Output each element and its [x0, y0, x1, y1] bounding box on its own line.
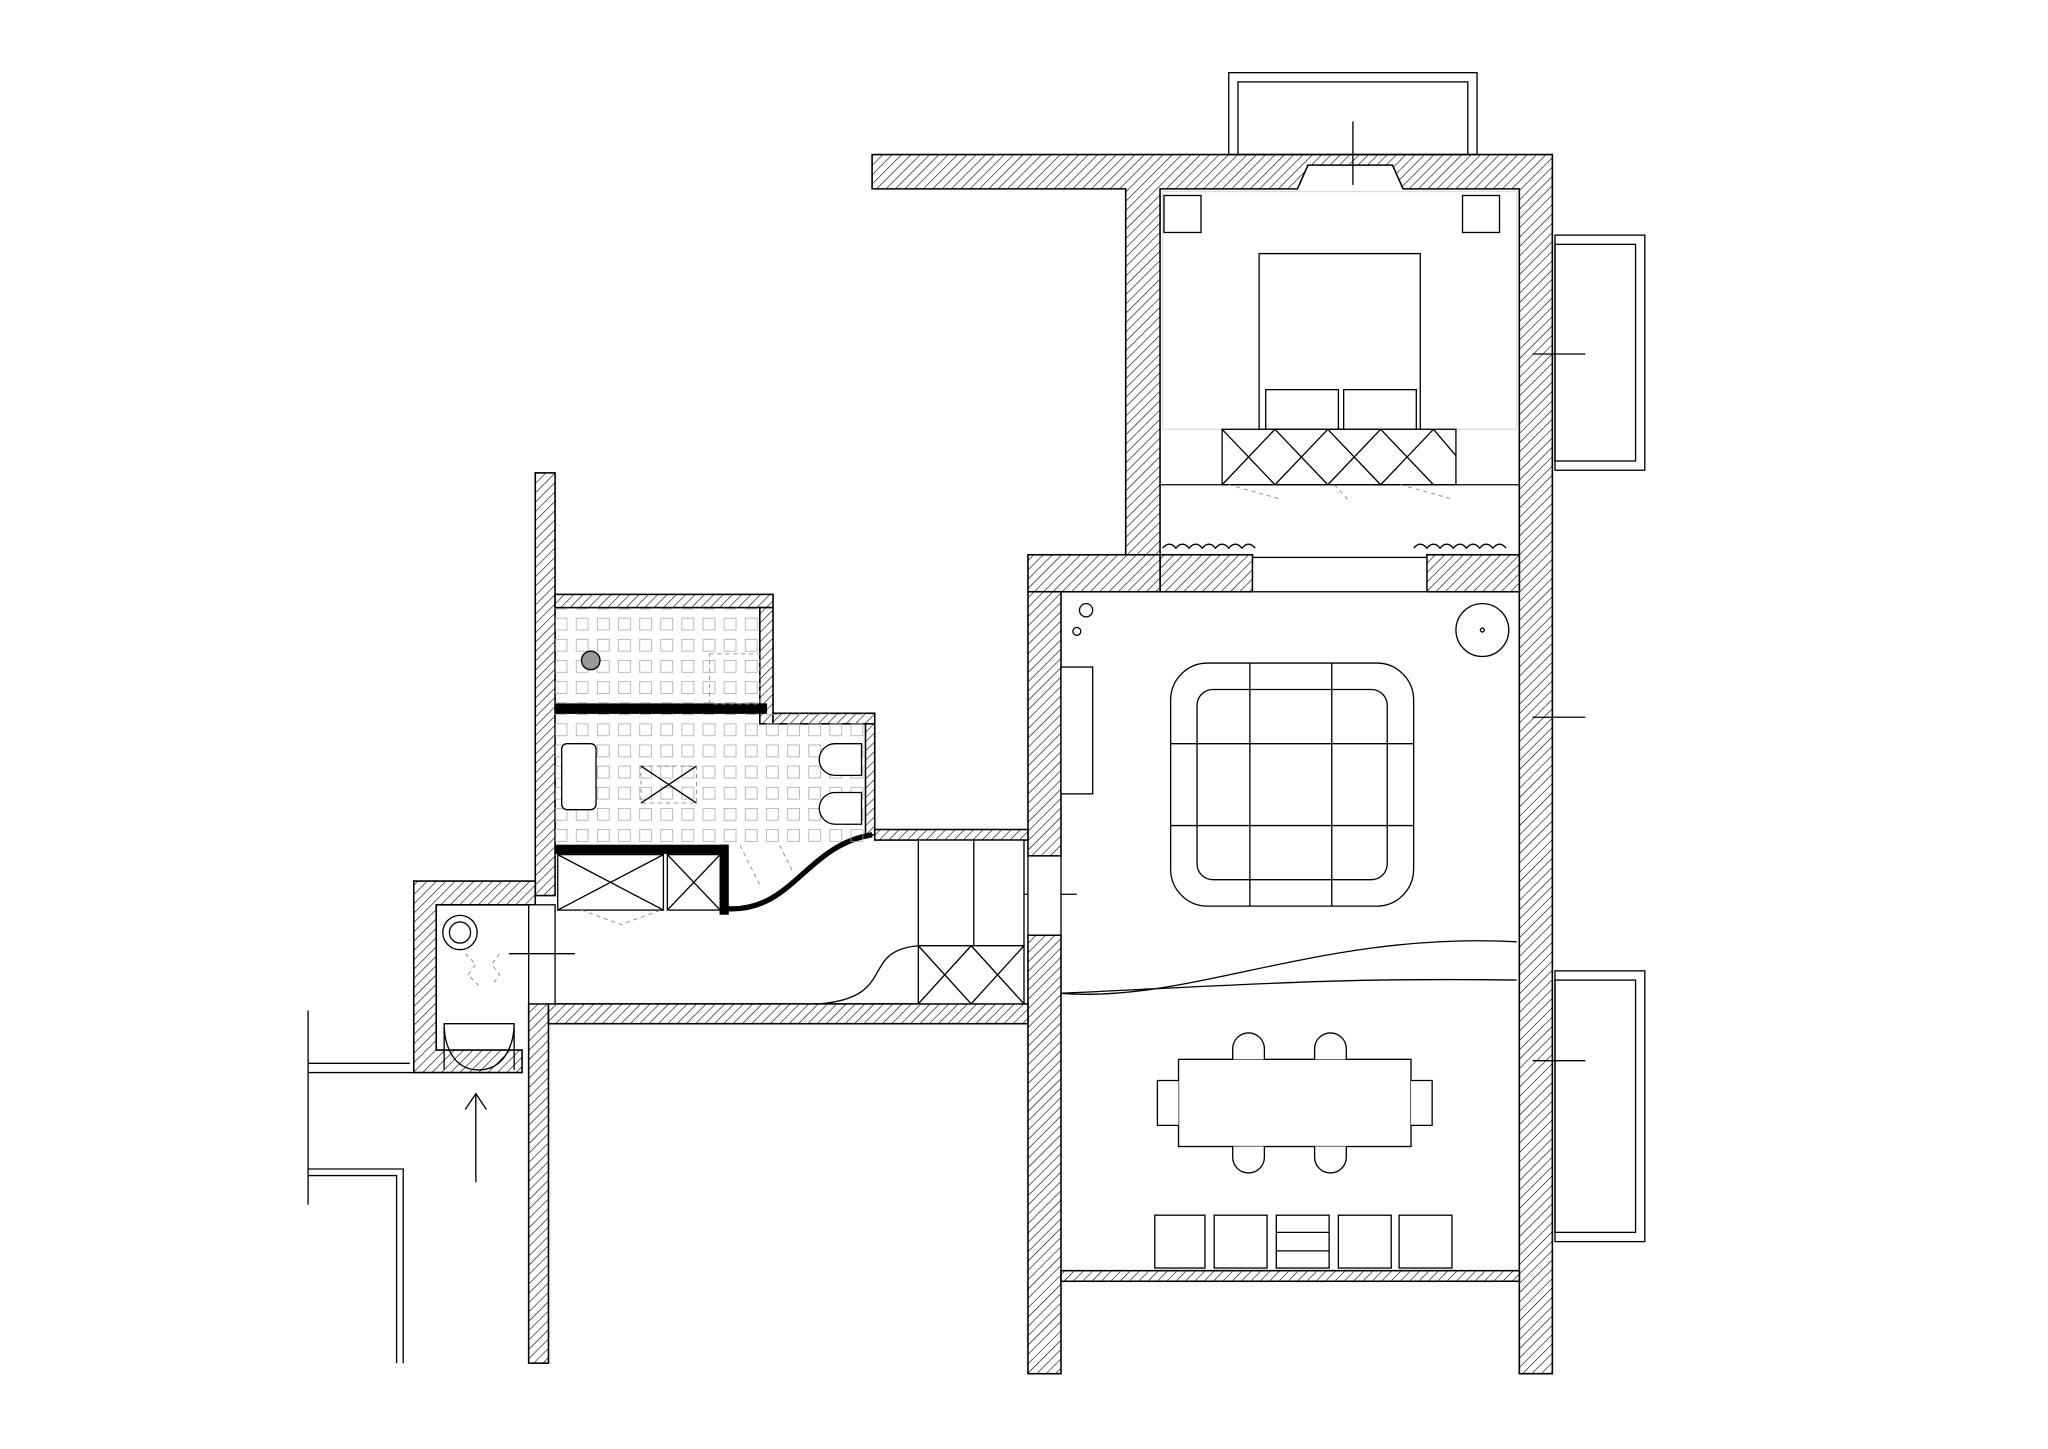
shower-drain [580, 650, 601, 671]
living-room [1008, 602, 1517, 995]
shower-screen [709, 653, 761, 705]
pillow-right [1342, 388, 1417, 430]
living-door-opening [1027, 855, 1062, 936]
coat-stand [442, 914, 478, 951]
chair-left [1156, 1079, 1179, 1127]
dining-area [1154, 1032, 1453, 1269]
balcony-right-upper [1554, 234, 1646, 471]
chairs-top [1232, 1032, 1347, 1060]
balcony-right-lower [1554, 970, 1646, 1243]
corridor [557, 839, 1025, 1005]
curtains [1162, 543, 1507, 550]
living-left-wall-lower [1027, 934, 1062, 1375]
lower-left-wall [527, 1003, 550, 1364]
nightstand-right [1461, 194, 1501, 234]
walls [412, 153, 1554, 1375]
sofa [1169, 662, 1415, 907]
corridor-curve [819, 945, 919, 1005]
exterior [307, 1010, 487, 1364]
nightstand-left [1163, 194, 1202, 234]
chair-right [1411, 1079, 1433, 1127]
dining-bottom-wall [1060, 1269, 1521, 1283]
bedroom-door-opening [1251, 556, 1428, 593]
closet-black-wall [554, 844, 728, 854]
entry-walls [412, 880, 537, 1074]
bathroom-top-wall [554, 593, 774, 609]
entry [442, 904, 575, 1071]
floor-drain-area [640, 765, 697, 804]
entry-double-door [443, 1023, 515, 1071]
curved-partition [728, 832, 873, 912]
living-left-wall-upper [1027, 590, 1062, 857]
bathroom-left-wall [534, 472, 556, 897]
bathroom [555, 607, 866, 846]
corridor-bottom-wall [547, 1003, 1029, 1025]
curved-rug-edge [1060, 940, 1517, 995]
pillow-left [1265, 388, 1340, 430]
bedroom-partition-right [1426, 553, 1521, 593]
living-top-wall [1027, 553, 1161, 593]
wardrobe [1221, 428, 1457, 486]
bidet [818, 791, 863, 825]
plant-small [1078, 602, 1094, 618]
sideboard-chairs [1154, 1214, 1453, 1269]
closet-black-side [719, 844, 729, 915]
toilet [818, 742, 863, 777]
chairs-bottom [1232, 1146, 1347, 1174]
bathroom-black-partition [554, 703, 768, 714]
closet-right [917, 945, 1025, 1005]
round-side-table [1455, 602, 1510, 658]
bedroom [1160, 190, 1520, 593]
bedroom-partition-left [1159, 553, 1254, 593]
dining-table [1177, 1058, 1412, 1148]
entry-rug [464, 953, 501, 986]
washbasin [561, 742, 597, 811]
top-wall [871, 153, 1554, 1375]
tv-console [1060, 666, 1094, 795]
balconies [1228, 71, 1646, 1243]
bathroom-right-wall [864, 723, 876, 836]
corridor-top-wall [873, 828, 1029, 841]
